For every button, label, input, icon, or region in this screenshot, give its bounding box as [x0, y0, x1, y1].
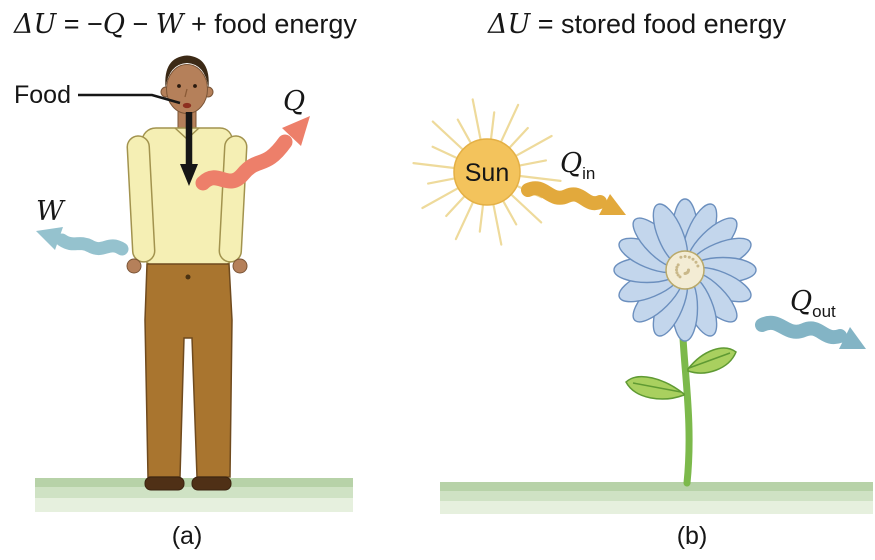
ground-b-band-mid	[440, 491, 873, 501]
sun-disc	[453, 138, 521, 206]
equation-b-lhs: ΔU	[487, 9, 531, 40]
qin-label: Qin	[560, 148, 595, 183]
left-leaf-vein	[632, 382, 682, 393]
q-label: Q	[283, 86, 305, 117]
left-eye	[177, 84, 181, 88]
pants	[144, 263, 233, 478]
w-arrowhead	[36, 227, 63, 250]
caption-b: (b)	[677, 522, 708, 550]
hands	[126, 258, 248, 274]
sun: Sun	[412, 98, 562, 246]
nose	[184, 88, 188, 98]
qin-label-base: Q	[560, 148, 582, 179]
flower-center-dots	[675, 255, 700, 279]
pants-button	[185, 274, 191, 280]
equation-b-tail: = stored food energy	[530, 9, 786, 39]
w-label: W	[36, 196, 66, 227]
q-arrow	[195, 134, 293, 191]
panel-b: ΔU = stored food energy Sun Qin	[412, 9, 873, 550]
q-arrowhead	[282, 116, 310, 146]
food-pointer-line	[78, 93, 181, 105]
flower	[613, 198, 757, 487]
qin-arrow	[521, 181, 607, 211]
ground-b	[440, 482, 873, 514]
ground-b-band-dark	[440, 482, 873, 491]
left-shoe	[144, 476, 185, 491]
caption-a: (a)	[172, 522, 203, 550]
left-hand	[126, 258, 142, 274]
left-arm	[126, 135, 156, 263]
right-hand	[232, 258, 248, 274]
food-arrowhead	[180, 164, 198, 186]
right-eye	[193, 84, 197, 88]
ground-a-band-mid	[35, 487, 353, 498]
mouth	[182, 102, 192, 109]
flower-petals-wrap	[613, 198, 757, 342]
right-leaf-vein	[688, 352, 731, 369]
equation-a: ΔU = −Q − W + food energy	[13, 9, 357, 40]
equation-b: ΔU = stored food energy	[487, 9, 787, 40]
shoes	[144, 476, 232, 491]
pants-group	[144, 263, 233, 478]
w-arrow	[55, 233, 129, 256]
qout-arrowhead	[839, 327, 866, 349]
right-leaf	[687, 347, 737, 374]
ground-a-band-light	[35, 498, 353, 512]
sun-label: Sun	[465, 159, 509, 187]
right-shoe	[191, 476, 232, 491]
qout-label-sub: out	[812, 302, 836, 321]
equation-a-op2: −	[125, 9, 156, 39]
equation-a-w: W	[156, 9, 186, 40]
qout-label: Qout	[790, 286, 836, 321]
qin-label-sub: in	[582, 164, 595, 183]
sun-rays	[412, 98, 562, 246]
face-features	[177, 84, 197, 109]
equation-a-op1: = −	[56, 9, 103, 39]
flower-leaves	[625, 347, 737, 400]
qout-label-base: Q	[790, 286, 812, 317]
equation-a-tail: + food energy	[184, 9, 358, 39]
ground-b-band-light	[440, 501, 873, 514]
panel-a: ΔU = −Q − W + food energy	[13, 9, 357, 550]
food-label: Food	[14, 81, 71, 109]
qin-arrowhead	[599, 194, 626, 215]
flower-center	[665, 250, 705, 290]
flower-petals	[613, 198, 757, 342]
equation-a-lhs: ΔU	[13, 9, 57, 40]
equation-a-q: Q	[103, 9, 125, 40]
qout-arrow	[755, 315, 847, 345]
hair	[165, 55, 209, 88]
